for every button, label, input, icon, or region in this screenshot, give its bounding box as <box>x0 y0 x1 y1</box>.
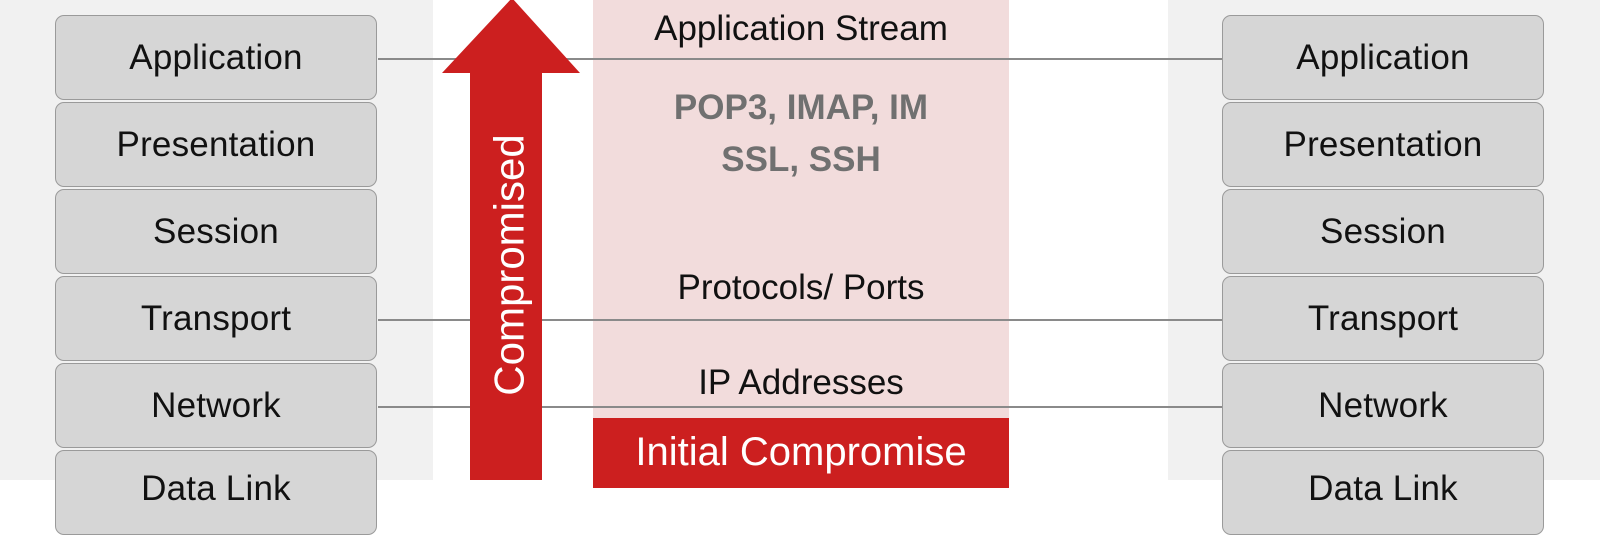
left-layer-data-link: Data Link <box>55 450 377 535</box>
left-layer-session: Session <box>55 189 377 274</box>
network-connector-line <box>378 406 1222 408</box>
compromised-arrow-label: Compromised <box>486 134 533 395</box>
left-layer-presentation: Presentation <box>55 102 377 187</box>
right-layer-application: Application <box>1222 15 1544 100</box>
right-layer-session: Session <box>1222 189 1544 274</box>
right-layer-presentation: Presentation <box>1222 102 1544 187</box>
transport-connector-line <box>378 319 1222 321</box>
left-layer-network: Network <box>55 363 377 448</box>
compromised-arrow: Compromised <box>442 0 580 480</box>
right-layer-transport: Transport <box>1222 276 1544 361</box>
left-layer-application: Application <box>55 15 377 100</box>
application-connector-line <box>378 58 1222 60</box>
right-layer-data-link: Data Link <box>1222 450 1544 535</box>
compromised-arrow-shape <box>442 0 580 480</box>
protocol-list-line-1: POP3, IMAP, IM <box>673 88 929 127</box>
initial-compromise-box: Initial Compromise <box>593 418 1009 488</box>
ip-addresses-label: IP Addresses <box>698 363 904 402</box>
protocols-ports-label: Protocols/ Ports <box>677 268 925 307</box>
right-layer-network: Network <box>1222 363 1544 448</box>
initial-compromise-label: Initial Compromise <box>635 430 967 474</box>
application-stream-label: Application Stream <box>654 9 948 48</box>
left-layer-transport: Transport <box>55 276 377 361</box>
application-stream-band <box>593 0 1009 480</box>
protocol-list-line-2: SSL, SSH <box>721 140 881 179</box>
